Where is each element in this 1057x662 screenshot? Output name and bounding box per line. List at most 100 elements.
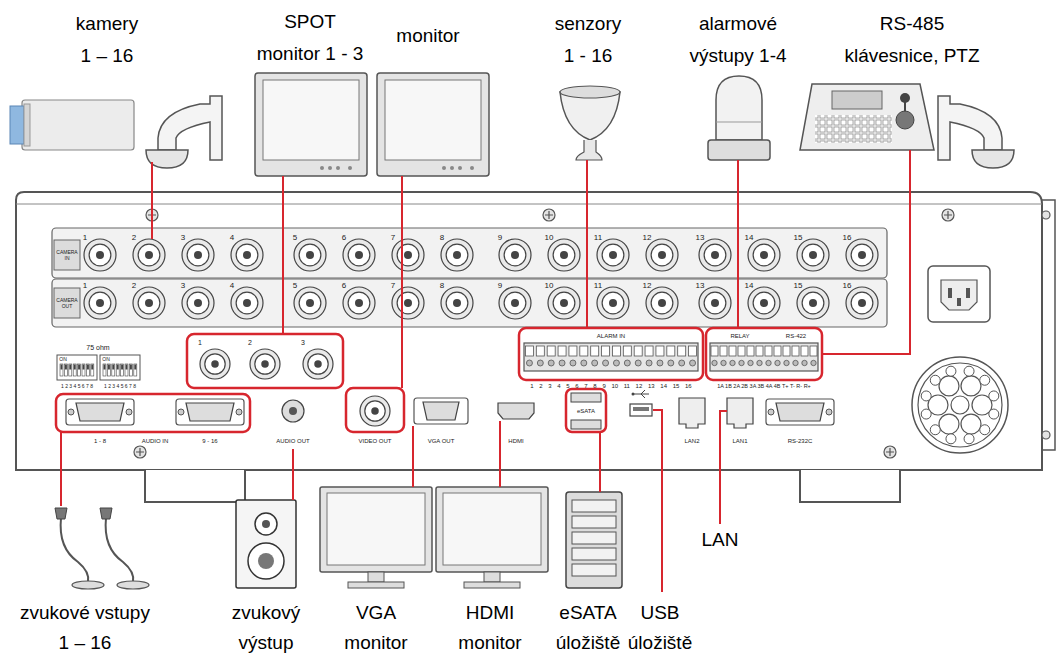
- power-inlet: [928, 266, 990, 322]
- db9-connector: [236, 409, 242, 415]
- port-label: VIDEO OUT: [358, 438, 391, 445]
- port-highlight: [56, 328, 822, 432]
- screw-terminal: [730, 360, 735, 365]
- bnc-connector: [548, 239, 580, 271]
- loudspeaker: [236, 500, 296, 588]
- bnc-connector: [441, 239, 473, 271]
- leader-line: [653, 410, 662, 592]
- bnc-connector: [84, 287, 116, 319]
- hdmi-port: [498, 403, 534, 419]
- bnc-connector: [651, 244, 673, 266]
- vga-connector: [423, 402, 459, 420]
- screw-terminal: [570, 360, 576, 366]
- db9-connector: [776, 403, 824, 421]
- screw-terminal: [689, 346, 697, 356]
- port-number: 15: [794, 233, 803, 242]
- spot-monitor: [320, 166, 324, 170]
- dip-switch: [129, 364, 132, 376]
- bnc-connector: [646, 239, 678, 271]
- bnc-connector: [243, 299, 251, 307]
- bnc-connector: [499, 239, 531, 271]
- screw-terminal: [602, 346, 610, 356]
- db9-connector: [126, 409, 132, 415]
- port-label: HDMI: [508, 438, 523, 445]
- fan-grille: [912, 357, 1008, 453]
- motion-sensor: [560, 86, 620, 160]
- bnc-connector: [704, 244, 726, 266]
- lan-port: [727, 398, 753, 428]
- bnc-connector: [365, 401, 385, 421]
- port-number: 15: [794, 281, 803, 290]
- screw-terminal: [547, 346, 555, 356]
- dip-switch: [107, 364, 110, 376]
- device-caption: RS-485 klávesnice, PTZ: [840, 8, 985, 72]
- bnc-connector: [360, 396, 390, 426]
- microphone: [72, 581, 104, 589]
- bnc-connector: [397, 244, 419, 266]
- loudspeaker: [255, 513, 277, 535]
- motion-sensor: [560, 92, 620, 140]
- bnc-connector: [511, 299, 519, 307]
- dip-switch-block: [57, 355, 140, 380]
- bnc-connector: [294, 287, 326, 319]
- usb-port: [632, 393, 635, 396]
- dip-switch: [83, 365, 85, 370]
- esata-port: [571, 420, 601, 429]
- bnc-connector: [200, 349, 230, 379]
- bnc-connector: [355, 251, 363, 259]
- screw-terminal: [679, 360, 685, 366]
- device-caption: USB úložiště: [624, 598, 696, 658]
- screw: [886, 448, 894, 456]
- microphone: [55, 508, 149, 589]
- screw-terminal: [811, 360, 816, 365]
- bnc-connector: [548, 239, 580, 271]
- device-caption: HDMI monitor: [455, 598, 525, 658]
- screw-terminal: [635, 360, 641, 366]
- power-inlet: [941, 280, 977, 310]
- bnc-connector: [646, 287, 678, 319]
- fan-grille: [930, 425, 940, 435]
- control-keyboard: [800, 84, 934, 150]
- bnc-connector: [343, 239, 375, 271]
- db9-connector: [768, 409, 774, 415]
- port-number: 11: [594, 281, 602, 290]
- port-label: LAN1: [732, 438, 747, 445]
- screw-terminal: [667, 346, 675, 356]
- screw-terminal: [747, 346, 754, 356]
- switch-number: 1 2 3 4 5 6 7 8: [104, 383, 136, 389]
- bnc-connector: [404, 299, 412, 307]
- screw-terminal: [792, 346, 799, 356]
- port-label: AUDIO IN: [142, 438, 169, 445]
- device-caption: monitor: [396, 20, 459, 52]
- dip-switch: [69, 365, 71, 370]
- device-caption: zvukové vstupy 1 – 16: [16, 598, 154, 658]
- fan-grille: [912, 357, 1008, 453]
- screw: [1042, 211, 1050, 219]
- bnc-connector: [371, 407, 379, 415]
- port-number: 2: [132, 281, 136, 290]
- bnc-connector: [646, 239, 678, 271]
- bnc-connector: [553, 292, 575, 314]
- port-label: ALARM IN: [597, 333, 625, 340]
- vga-connector: [414, 398, 468, 424]
- bnc-connector: [308, 354, 328, 374]
- vga-monitor: [327, 493, 425, 565]
- bnc-connector: [392, 239, 424, 271]
- bnc-connector: [303, 349, 333, 379]
- fan-grille: [939, 414, 959, 434]
- port-highlight: [566, 389, 606, 432]
- screw-terminal: [592, 360, 598, 366]
- leader-line: [60, 432, 62, 506]
- fan-grille: [989, 409, 999, 419]
- bnc-connector: [646, 287, 678, 319]
- dip-switch: [112, 364, 115, 376]
- rca-jack: [289, 407, 297, 415]
- ptz-camera: [938, 96, 1014, 168]
- screw-terminal: [757, 360, 762, 365]
- screw-terminal: [536, 346, 544, 356]
- bnc-connector: [294, 239, 326, 271]
- port-number: 3: [301, 339, 305, 347]
- port-number: 7: [391, 233, 395, 242]
- screw-terminal: [603, 360, 609, 366]
- alarm-beacon: [716, 76, 762, 140]
